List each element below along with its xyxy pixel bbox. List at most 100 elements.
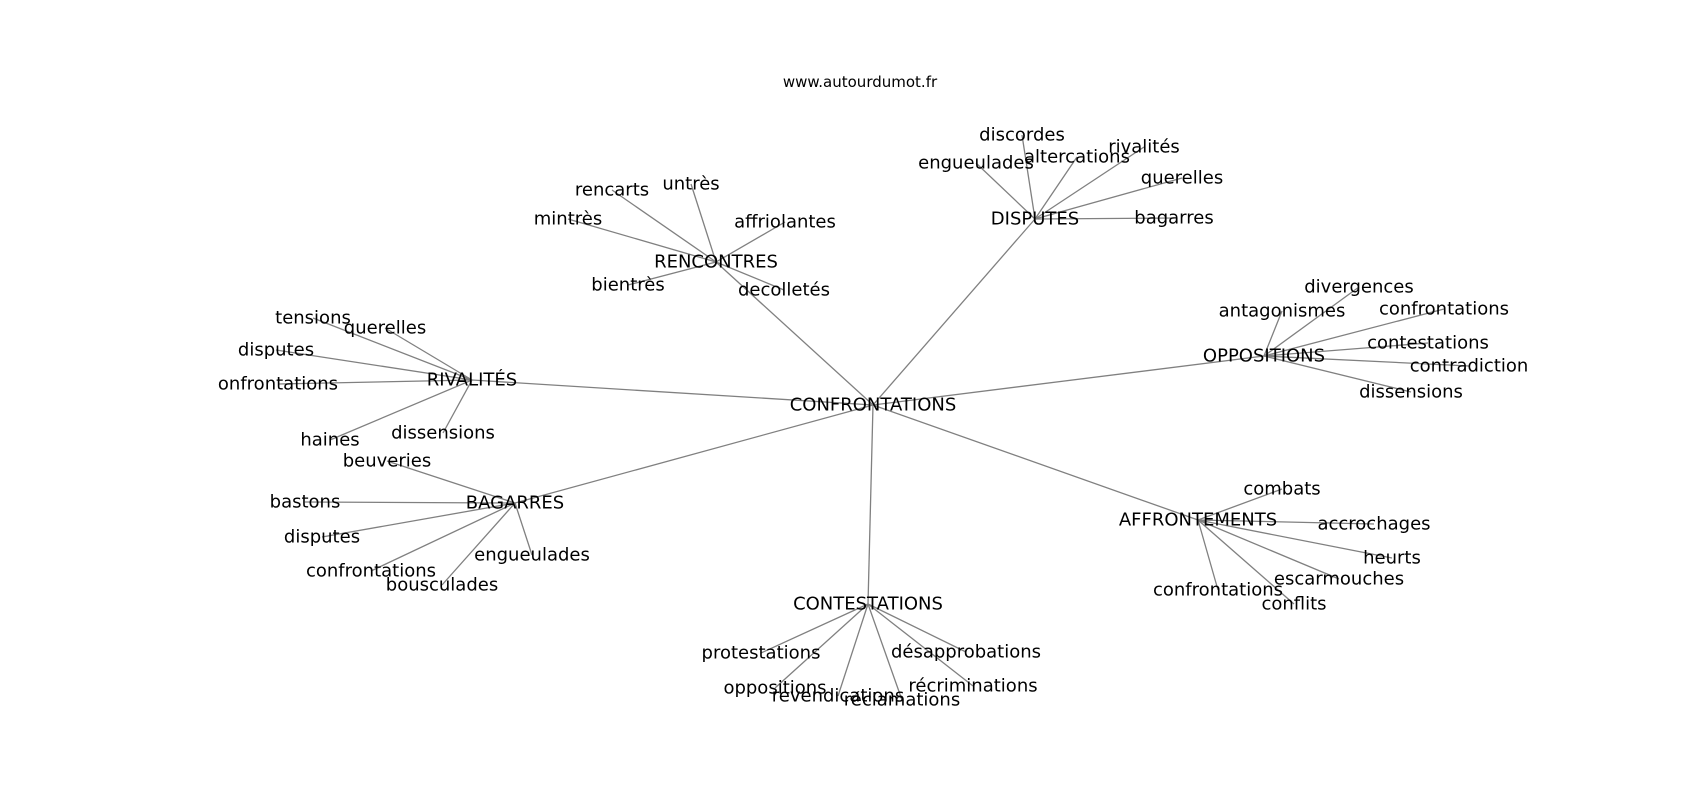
leaf-node: bientrès: [591, 275, 664, 296]
edge-bagarres-leaf: [514, 502, 533, 556]
leaf-node: haines: [300, 430, 359, 451]
leaf-node: rivalités: [1108, 137, 1180, 158]
leaf-node: disputes: [238, 340, 314, 361]
edge-bagarres-leaf: [386, 460, 516, 504]
edge-rencontres-leaf: [715, 221, 786, 263]
edge-contestations-leaf: [867, 603, 903, 701]
leaf-node: beuveries: [343, 451, 432, 472]
leaf-node: confrontations: [1153, 580, 1283, 601]
edge-center-contestations: [867, 404, 874, 605]
leaf-node: bastons: [270, 492, 341, 513]
edge-disputes-leaf: [1034, 156, 1078, 220]
leaf-node: mintrès: [534, 209, 602, 230]
edge-oppositions-leaf: [1263, 342, 1429, 357]
edge-bagarres-leaf: [441, 502, 516, 586]
leaf-node: dissensions: [391, 423, 495, 444]
edge-disputes-leaf: [1021, 134, 1036, 220]
leaf-node: engueulades: [918, 153, 1034, 174]
center-node: CONFRONTATIONS: [790, 395, 957, 416]
edge-affrontements-leaf: [1197, 519, 1219, 591]
leaf-node: affriolantes: [734, 212, 836, 233]
leaf-node: discordes: [979, 125, 1065, 146]
edge-rivalites-leaf: [277, 379, 473, 385]
leaf-node: tensions: [275, 308, 351, 329]
edge-center-rivalites: [471, 379, 874, 406]
edge-oppositions-leaf: [1263, 310, 1283, 357]
leaf-node: untrès: [662, 174, 719, 195]
leaf-node: querelles: [344, 318, 426, 339]
leaf-node: antagonismes: [1219, 301, 1346, 322]
leaf-node: revendications: [772, 686, 904, 707]
hub-node-rencontres: RENCONTRES: [654, 252, 778, 273]
edge-bagarres-leaf: [321, 502, 516, 538]
leaf-node: disputes: [284, 527, 360, 548]
leaf-node: rencarts: [575, 180, 649, 201]
edge-rencontres-leaf: [627, 261, 717, 286]
leaf-node: oppositions: [723, 678, 826, 699]
edge-oppositions-leaf: [1263, 355, 1470, 367]
leaf-node: désapprobations: [891, 642, 1041, 663]
edge-rivalites-leaf: [275, 349, 473, 381]
edge-center-rencontres: [715, 261, 874, 406]
hub-node-oppositions: OPPOSITIONS: [1203, 346, 1325, 367]
edge-rencontres-leaf: [567, 218, 717, 263]
edge-rencontres-leaf: [611, 189, 717, 263]
leaf-node: engueulades: [474, 545, 590, 566]
edge-rencontres-leaf: [715, 261, 785, 291]
leaf-node: contestations: [1367, 333, 1489, 354]
leaf-node: dissensions: [1359, 382, 1463, 403]
edge-affrontements-leaf: [1197, 488, 1283, 521]
leaf-node: heurts: [1363, 548, 1421, 569]
edge-oppositions-leaf: [1263, 286, 1360, 357]
leaf-node: récriminations: [908, 676, 1037, 697]
edges: [275, 134, 1470, 701]
edge-affrontements-leaf: [1197, 519, 1375, 525]
hub-node-affrontements: AFFRONTEMENTS: [1119, 510, 1277, 531]
leaf-node: bagarres: [1134, 208, 1213, 229]
hub-node-bagarres: BAGARRES: [466, 493, 564, 514]
leaf-node: contradiction: [1410, 356, 1529, 377]
leaf-node: conflits: [1261, 594, 1326, 615]
edge-contestations-leaf: [867, 603, 974, 687]
leaf-node: divergences: [1304, 277, 1414, 298]
edge-disputes-leaf: [1034, 146, 1145, 220]
edge-bagarres-leaf: [304, 501, 516, 504]
leaf-node: altercations: [1024, 147, 1130, 168]
edge-affrontements-leaf: [1197, 519, 1340, 580]
edge-rivalites-leaf: [442, 379, 473, 434]
edge-affrontements-leaf: [1197, 519, 1393, 559]
edge-contestations-leaf: [774, 603, 869, 689]
leaf-node: bousculades: [386, 575, 498, 596]
edge-contestations-leaf: [837, 603, 869, 697]
watermark: www.autourdumot.fr: [783, 73, 938, 91]
edge-center-affrontements: [872, 404, 1199, 521]
edge-disputes-leaf: [1034, 177, 1183, 220]
edge-contestations-leaf: [867, 603, 967, 653]
edge-contestations-leaf: [760, 603, 869, 654]
leaf-node: confrontations: [306, 561, 436, 582]
edge-center-bagarres: [514, 404, 874, 504]
leaf-node: protestations: [702, 643, 821, 664]
leaf-node: combats: [1243, 479, 1320, 500]
edge-rivalites-leaf: [384, 327, 473, 381]
leaf-node: onfrontations: [218, 374, 338, 395]
edge-oppositions-leaf: [1263, 308, 1445, 357]
edge-bagarres-leaf: [370, 502, 516, 572]
edge-disputes-leaf: [1034, 217, 1175, 220]
hub-node-rivalites: RIVALITÉS: [427, 369, 517, 391]
hub-node-contestations: CONTESTATIONS: [793, 594, 943, 615]
leaf-node: escarmouches: [1274, 569, 1404, 590]
leaf-node: querelles: [1141, 168, 1223, 189]
leaf-node: réclamations: [844, 690, 960, 711]
edge-rivalites-leaf: [312, 317, 473, 381]
edge-center-oppositions: [872, 355, 1265, 406]
leaf-node: decolletés: [738, 280, 830, 301]
leaf-node: confrontations: [1379, 299, 1509, 320]
edge-disputes-leaf: [975, 162, 1036, 220]
edge-rencontres-leaf: [690, 183, 717, 263]
edge-affrontements-leaf: [1197, 519, 1295, 605]
edge-rivalites-leaf: [329, 379, 473, 441]
edge-oppositions-leaf: [1263, 355, 1412, 393]
edge-center-disputes: [872, 218, 1036, 406]
